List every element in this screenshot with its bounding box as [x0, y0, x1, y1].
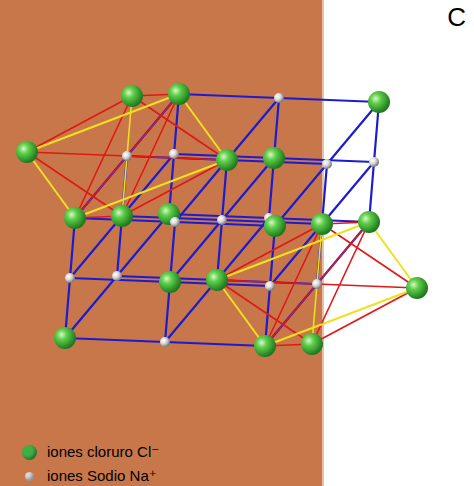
octahedron-edge: [217, 222, 369, 280]
sodium-ion: [65, 273, 75, 283]
legend-row: iones Sodio Na⁺: [22, 467, 157, 485]
chloride-ion: [111, 205, 133, 227]
octahedron-edge: [75, 160, 227, 218]
chloride-ion: [264, 215, 286, 237]
sodium-ion: [122, 151, 132, 161]
sodium-ion: [369, 157, 379, 167]
sodium-ion: [217, 215, 227, 225]
octahedron-edge: [27, 94, 179, 152]
sodium-ion: [160, 337, 170, 347]
lattice-line: [165, 342, 265, 346]
lattice-line: [327, 102, 379, 164]
chloride-ion: [216, 149, 238, 171]
sodium-ion: [112, 271, 122, 281]
octahedron-edge: [312, 288, 417, 344]
sodium-ion: [170, 217, 180, 227]
sodium-ion: [169, 149, 179, 159]
chloride-ion: [368, 91, 390, 113]
lattice-line: [65, 338, 165, 342]
octahedron-edge: [265, 288, 417, 346]
legend-swatch: [22, 445, 37, 460]
chloride-ion: [168, 83, 190, 105]
legend-text: iones cloruro Cl⁻: [47, 443, 159, 461]
chloride-ion: [121, 85, 143, 107]
lattice-line: [279, 98, 379, 102]
chloride-ion: [64, 207, 86, 229]
octahedron-edge: [217, 280, 265, 346]
octahedron-edge: [27, 96, 132, 152]
lattice-line: [179, 94, 279, 98]
octahedron-axis: [317, 284, 417, 288]
panel-edge: [322, 0, 324, 486]
chloride-ion: [159, 271, 181, 293]
chloride-ion: [263, 147, 285, 169]
lattice-group: [16, 83, 428, 357]
sodium-ion: [322, 159, 332, 169]
legend-swatch: [25, 472, 34, 481]
chloride-ion: [358, 211, 380, 233]
legend-text: iones Sodio Na⁺: [47, 467, 157, 485]
lattice-line: [65, 276, 117, 338]
chloride-ion: [254, 335, 276, 357]
sodium-ion: [312, 279, 322, 289]
sodium-ion: [274, 93, 284, 103]
chloride-ion: [406, 277, 428, 299]
octahedron-axis: [27, 152, 127, 156]
octahedron-edge: [179, 94, 227, 160]
chloride-ion: [311, 213, 333, 235]
octahedron-edge: [27, 152, 75, 218]
octahedron-edge: [369, 222, 417, 288]
chloride-ion: [301, 333, 323, 355]
background-panel: [0, 0, 322, 486]
legend-row: iones cloruro Cl⁻: [22, 443, 159, 461]
chloride-ion: [54, 327, 76, 349]
corner-letter: C: [447, 2, 466, 33]
sodium-ion: [265, 281, 275, 291]
chloride-ion: [206, 269, 228, 291]
chloride-ion: [16, 141, 38, 163]
